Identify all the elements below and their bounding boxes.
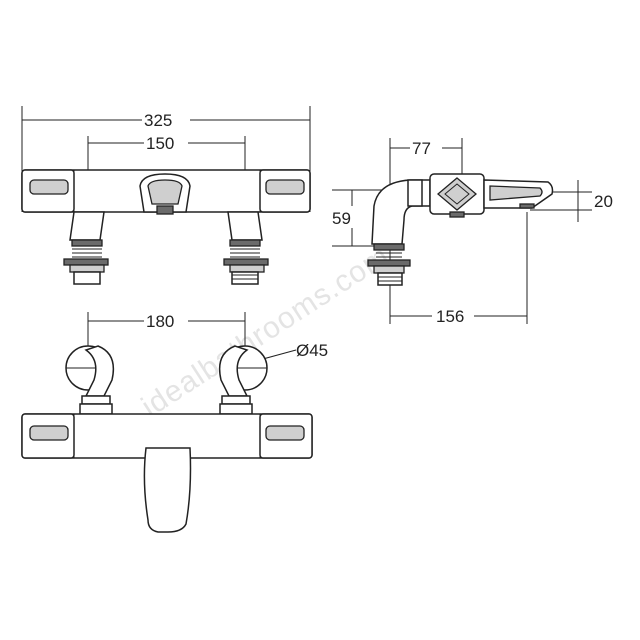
- watermark: idealbathrooms.com: [136, 239, 396, 424]
- left-leg: [63, 211, 109, 285]
- dim-150-label: 150: [146, 134, 174, 153]
- dim-156-label: 156: [436, 307, 464, 326]
- dim-20-label: 20: [594, 192, 613, 211]
- dim-325-label: 325: [144, 111, 172, 130]
- dim-180-label: 180: [146, 312, 174, 331]
- dimension-spout-projection: 156: [389, 212, 528, 326]
- left-s-union: [65, 345, 115, 415]
- dimension-centres-top: 150: [87, 134, 246, 170]
- front-view: 325 150: [21, 106, 311, 285]
- wall-spout: [143, 447, 192, 533]
- dim-diameter-label: Ø45: [296, 341, 328, 360]
- side-view: 77 59 20 156: [332, 138, 613, 326]
- right-leg: [223, 211, 269, 285]
- wall-view: 180 Ø45: [21, 312, 328, 533]
- dimension-overall-width: 325: [21, 106, 311, 212]
- dim-59-label: 59: [332, 209, 351, 228]
- dim-77-label: 77: [412, 139, 431, 158]
- right-s-union: [218, 345, 268, 415]
- side-leg: [367, 243, 411, 286]
